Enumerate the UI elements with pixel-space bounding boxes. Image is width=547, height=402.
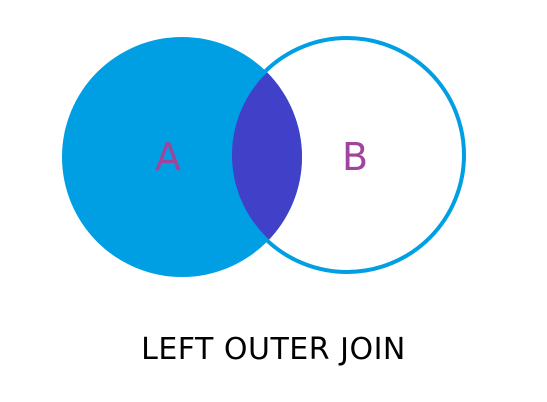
set-a-circle <box>62 37 302 277</box>
set-b-label: B <box>342 135 368 179</box>
diagram-caption: LEFT OUTER JOIN <box>141 332 406 367</box>
set-a-label: A <box>155 135 181 179</box>
set-b-circle <box>228 36 466 274</box>
